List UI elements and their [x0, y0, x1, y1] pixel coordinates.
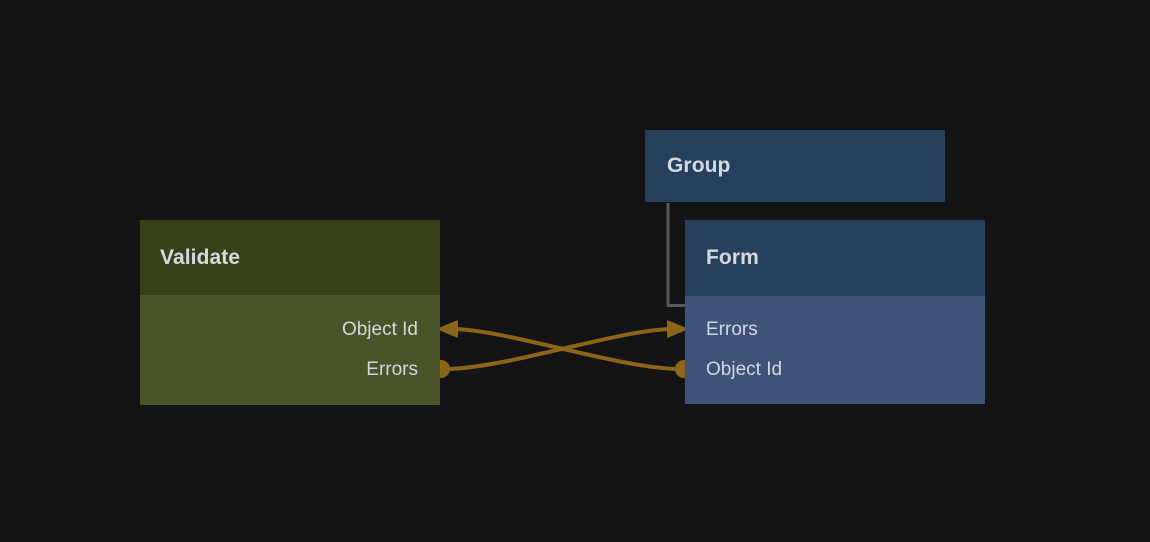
node-form-title: Form [706, 246, 759, 269]
bracket-path [666, 203, 685, 307]
port-row-validate-errors[interactable]: Errors [140, 349, 418, 389]
node-form-header[interactable]: Form [685, 220, 985, 296]
node-group-title: Group [667, 154, 731, 177]
node-group-header[interactable]: Group [645, 130, 945, 202]
port-row-validate-object-id[interactable]: Object Id [140, 309, 418, 349]
node-form-body: Errors Object Id [685, 296, 985, 404]
node-validate-header[interactable]: Validate [140, 220, 440, 295]
port-label-validate-errors: Errors [366, 358, 418, 380]
node-validate[interactable]: Validate Object Id Errors [140, 220, 440, 405]
edge-path [443, 327, 675, 371]
node-group[interactable]: Group [645, 130, 945, 202]
port-row-form-object-id[interactable]: Object Id [706, 349, 985, 389]
edge-form-objectid-to-validate-objectid [436, 320, 693, 378]
node-validate-title: Validate [160, 245, 241, 269]
node-form[interactable]: Form Errors Object Id [685, 220, 985, 404]
node-validate-body: Object Id Errors [140, 295, 440, 405]
port-label-form-object-id: Object Id [706, 358, 783, 380]
edge-validate-errors-to-form-errors [432, 320, 689, 378]
port-label-validate-object-id: Object Id [341, 318, 418, 340]
port-label-form-errors: Errors [706, 318, 758, 340]
edge-path [450, 327, 682, 371]
port-row-form-errors[interactable]: Errors [706, 309, 985, 349]
